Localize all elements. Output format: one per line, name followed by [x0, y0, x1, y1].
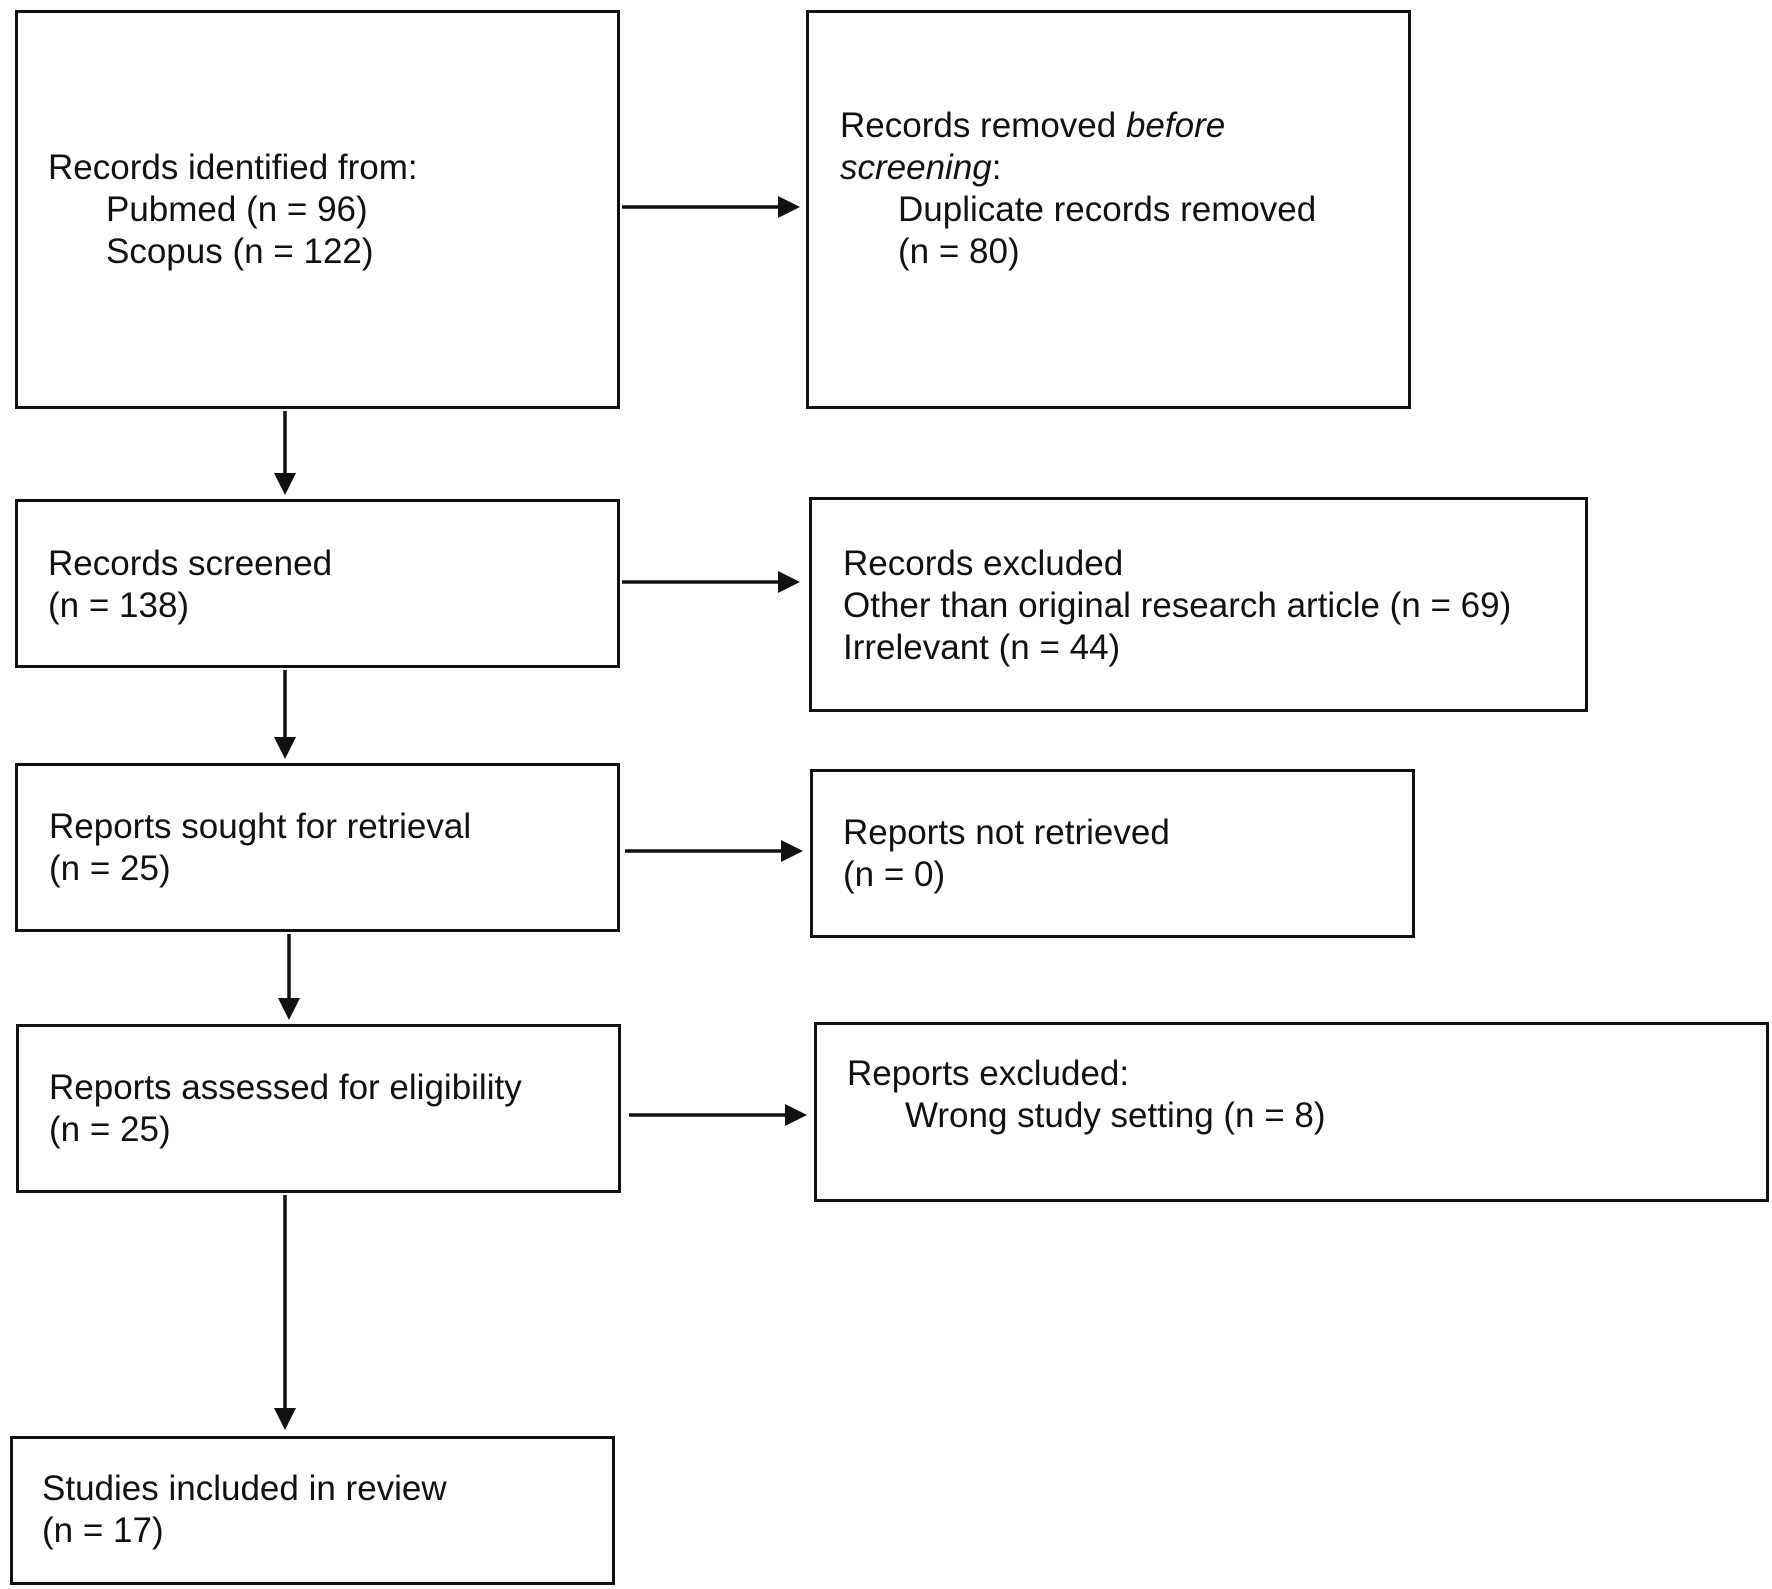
screened-box	[15, 499, 620, 668]
not-retrieved-text: Reports not retrieved (n = 0)	[843, 812, 1170, 896]
assessed-box	[16, 1024, 621, 1193]
identification-text: Records identified from: Pubmed (n = 96)…	[48, 147, 418, 273]
records-excluded-text: Records excluded Other than original res…	[843, 543, 1511, 669]
sought-count: (n = 25)	[49, 849, 171, 888]
removed-before-screening-box	[806, 10, 1411, 409]
removed-text: Records removed before screening: Duplic…	[840, 105, 1316, 273]
not-retrieved-heading: Reports not retrieved	[843, 813, 1170, 852]
wrong-study-setting: Wrong study setting (n = 8)	[905, 1096, 1326, 1135]
removed-heading-cont: screening:	[840, 147, 1316, 189]
sought-text: Reports sought for retrieval (n = 25)	[49, 806, 471, 890]
arrow-screened-to-excluded	[622, 571, 800, 593]
removed-italic-screening: screening	[840, 148, 992, 187]
arrow-assessed-to-reports-excluded	[629, 1104, 807, 1126]
arrow-identification-to-screened	[274, 411, 296, 495]
pubmed-count: Pubmed (n = 96)	[106, 190, 368, 229]
arrow-screened-to-sought	[274, 670, 296, 759]
identification-heading: Records identified from:	[48, 148, 418, 187]
sought-heading: Reports sought for retrieval	[49, 807, 472, 846]
reports-excluded-box	[814, 1022, 1769, 1202]
assessed-text: Reports assessed for eligibility (n = 25…	[49, 1067, 522, 1151]
records-excluded-heading: Records excluded	[843, 544, 1124, 583]
reports-excluded-heading: Reports excluded:	[847, 1054, 1130, 1093]
screened-count: (n = 138)	[48, 586, 190, 625]
not-retrieved-box	[810, 769, 1415, 938]
included-count: (n = 17)	[42, 1511, 164, 1550]
removed-colon: :	[991, 148, 1002, 187]
included-box	[10, 1436, 615, 1585]
records-excluded-box	[809, 497, 1588, 712]
excluded-irrelevant: Irrelevant (n = 44)	[843, 628, 1121, 667]
removed-heading: Records removed before	[840, 105, 1316, 147]
scopus-count: Scopus (n = 122)	[106, 232, 374, 271]
identification-box	[15, 10, 620, 409]
included-text: Studies included in review (n = 17)	[42, 1468, 447, 1552]
assessed-count: (n = 25)	[49, 1110, 171, 1149]
removed-italic-before: before	[1125, 106, 1226, 145]
screened-text: Records screened (n = 138)	[48, 543, 332, 627]
duplicate-label: Duplicate records removed	[898, 190, 1317, 229]
arrow-sought-to-not-retrieved	[625, 840, 803, 862]
included-heading: Studies included in review	[42, 1469, 447, 1508]
arrow-identification-to-removed	[622, 196, 800, 218]
duplicate-count: (n = 80)	[898, 232, 1020, 271]
reports-excluded-text: Reports excluded: Wrong study setting (n…	[847, 1053, 1326, 1137]
assessed-heading: Reports assessed for eligibility	[49, 1068, 522, 1107]
arrow-assessed-to-included	[274, 1195, 296, 1430]
not-retrieved-count: (n = 0)	[843, 855, 946, 894]
arrow-sought-to-assessed	[278, 934, 300, 1020]
screened-heading: Records screened	[48, 544, 333, 583]
sought-box	[15, 763, 620, 932]
excluded-other-than-original: Other than original research article (n …	[843, 586, 1512, 625]
removed-prefix: Records removed	[840, 106, 1126, 145]
